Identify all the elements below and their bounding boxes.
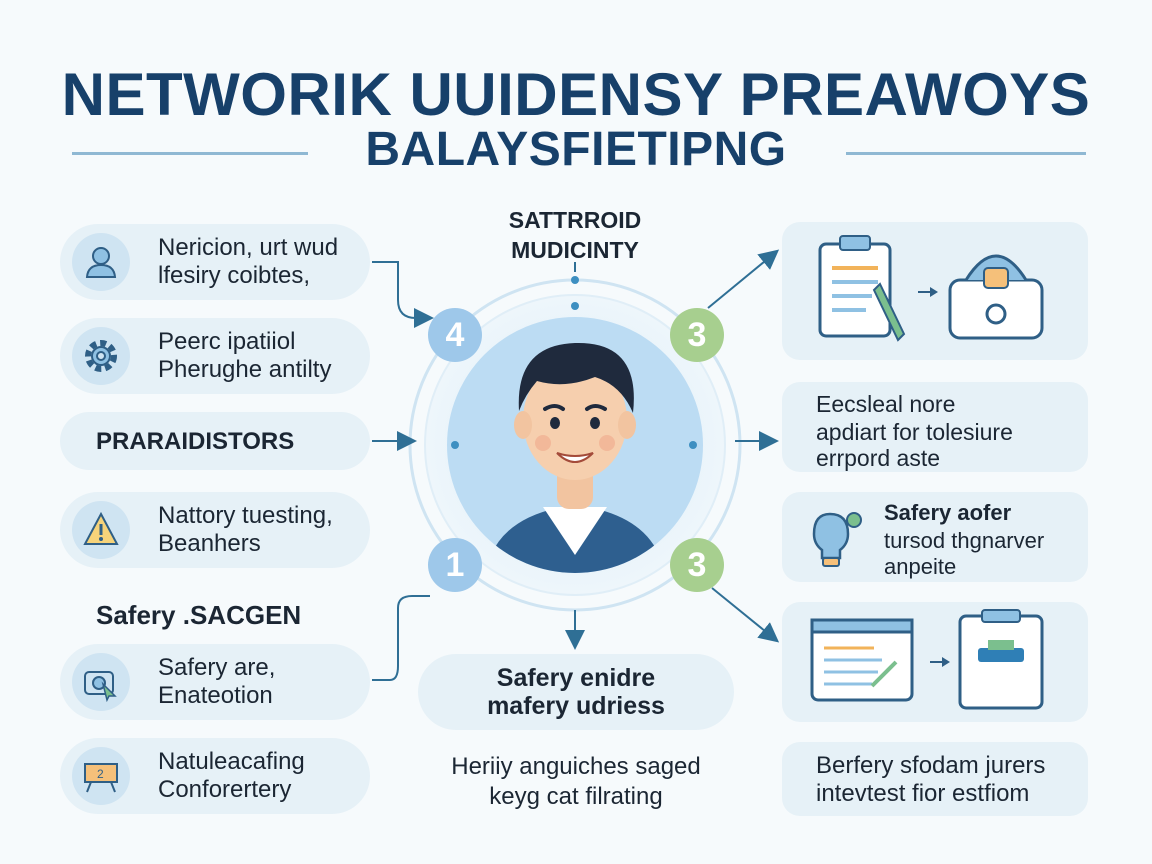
center-bottom-box-line-1: Safery enidre (496, 664, 656, 692)
person-icon (72, 233, 130, 291)
left-card-2: Peerc ipatiiol Pherughe antilty (60, 318, 370, 394)
presentation-board-icon: 2 (72, 747, 130, 805)
right-card-2-line-2: apdiart for tolesiure (816, 419, 1013, 445)
left-card-4-line-2: Beanhers (158, 530, 261, 557)
right-card-3-line-2: tursod thgnarver (884, 528, 1045, 553)
left-card-6: 2 Natuleacafing Conforertery (60, 738, 370, 814)
left-card-4-line-1: Nattory tuesting, (158, 502, 333, 529)
left-card-3-heading: PRARAIDISTORS (96, 428, 295, 455)
right-card-2-line-3: errpord aste (816, 445, 941, 471)
left-card-2-line-1: Peerc ipatiiol (158, 328, 296, 355)
center-heading-line-2: MUDICINTY (511, 237, 639, 263)
badge-1: 1 (428, 538, 482, 592)
left-card-1-line-2: lfesiry coibtes, (158, 262, 311, 289)
right-card-5-line-2: intevtest fior estfiom (816, 780, 1030, 807)
badge-4: 4 (428, 308, 482, 362)
left-section-heading: Safery .SACGEN (96, 600, 302, 630)
left-card-6-line-2: Conforertery (158, 776, 292, 803)
left-card-1: Nericion, urt wud lfesiry coibtes, (60, 224, 370, 300)
person-illustration (485, 342, 665, 573)
left-card-1-line-1: Nericion, urt wud (158, 234, 339, 261)
monitor-tablet-icon (810, 609, 1044, 710)
center-bottom-box: Safery enidre mafery udriess (418, 654, 734, 730)
right-card-5: Berfery sfodam jurers intevtest fior est… (782, 742, 1088, 816)
right-card-3-line-3: anpeite (884, 554, 957, 579)
left-card-4: Nattory tuesting, Beanhers (60, 492, 370, 568)
right-card-4 (782, 602, 1088, 722)
lightbulb-icon (808, 508, 864, 575)
right-card-5-line-1: Berfery sfodam jurers (816, 752, 1046, 779)
right-card-3-line-1: Safery aofer (884, 500, 1012, 525)
center-heading-line-1: SATTRROID (508, 207, 642, 233)
camera-pointer-icon (72, 653, 130, 711)
left-card-5-line-2: Enateotion (158, 682, 273, 709)
center-bottom-box-line-2: mafery udriess (487, 692, 665, 720)
badge-3-top: 3 (670, 308, 724, 362)
left-card-6-line-1: Natuleacafing (158, 748, 305, 775)
svg-text:2: 2 (97, 767, 104, 781)
center-caption: Heriiy anguiches saged keyg cat filratin… (410, 752, 742, 812)
left-card-5-line-1: Safery are, (158, 654, 276, 681)
title-line-1: NETWORIK UUIDENSY PREAWOYS (61, 61, 1091, 128)
center-heading: SATTRROID MUDICINTY (480, 205, 670, 265)
right-card-3: Safery aofer tursod thgnarver anpeite (782, 492, 1088, 582)
warning-bell-icon (72, 501, 130, 559)
title-rule-left (72, 152, 308, 155)
right-card-2-line-1: Eecsleal nore (816, 391, 956, 417)
left-card-5: Safery are, Enateotion (60, 644, 370, 720)
left-card-3: PRARAIDISTORS (60, 412, 370, 470)
badge-3-bottom: 3 (670, 538, 724, 592)
right-card-2: Eecsleal nore apdiart for tolesiure errp… (782, 382, 1088, 472)
right-card-1 (782, 222, 1088, 360)
center-caption-line-1: Heriiy anguiches saged (451, 753, 701, 780)
title-rule-right (846, 152, 1086, 155)
title-line-2: BALAYSFIETIPNG (365, 123, 787, 176)
left-card-2-line-2: Pherughe antilty (158, 356, 332, 383)
center-caption-line-2: keyg cat filrating (489, 783, 663, 810)
clipboard-pen-icon (818, 235, 1044, 342)
gear-icon (72, 327, 130, 385)
